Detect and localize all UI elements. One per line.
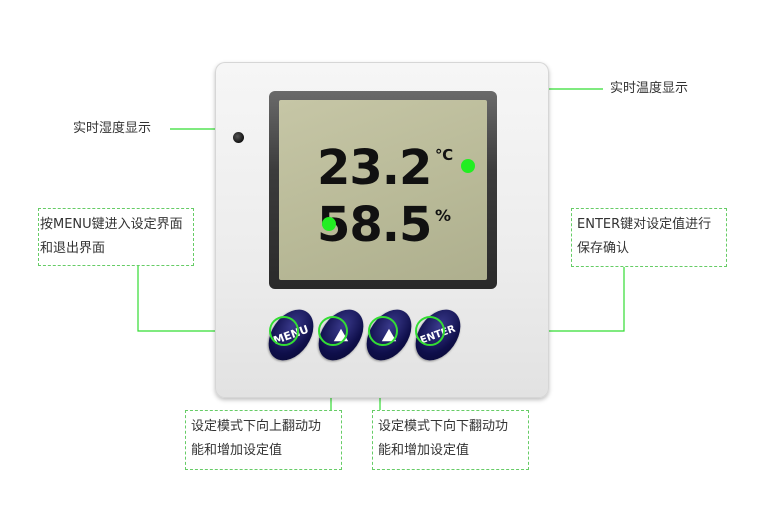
menu-annotation-line2: 和退出界面 [40,241,106,256]
down-annotation-line2: 能和增加设定值 [378,443,470,458]
enter-annotation-line2: 保存确认 [577,241,630,256]
down-annotation-box: 设定模式下向下翻动功 能和增加设定值 [372,410,529,470]
humidity-unit: % [435,206,452,225]
menu-annotation-box: 按MENU键进入设定界面 和退出界面 [38,208,194,266]
lcd-bezel: 23.2 ℃ 58.5 % [269,91,497,289]
humidity-sensor-hole [233,132,244,143]
temperature-reading: 23.2 [317,140,432,196]
humidity-marker-dot [322,217,336,231]
temperature-display-label: 实时温度显示 [610,81,689,96]
up-annotation-line2: 能和增加设定值 [191,443,283,458]
humidity-display-label: 实时湿度显示 [73,121,152,136]
down-annotation-line1: 设定模式下向下翻动功 [378,419,509,434]
enter-button-ring [415,316,445,346]
temperature-unit: ℃ [435,146,454,164]
controller-panel: 23.2 ℃ 58.5 % MENU ENTER [215,62,549,398]
menu-button-ring [269,316,299,346]
up-annotation-line1: 设定模式下向上翻动功 [191,419,322,434]
up-annotation-box: 设定模式下向上翻动功 能和增加设定值 [185,410,342,470]
up-button-ring [318,316,348,346]
enter-annotation-line1: ENTER键对设定值进行 [577,217,712,232]
temperature-marker-dot [461,159,475,173]
humidity-reading: 58.5 [317,197,432,253]
lcd-screen: 23.2 ℃ 58.5 % [279,100,487,280]
enter-annotation-box: ENTER键对设定值进行 保存确认 [571,208,727,267]
down-button-ring [368,316,398,346]
menu-annotation-line1: 按MENU键进入设定界面 [40,217,183,232]
